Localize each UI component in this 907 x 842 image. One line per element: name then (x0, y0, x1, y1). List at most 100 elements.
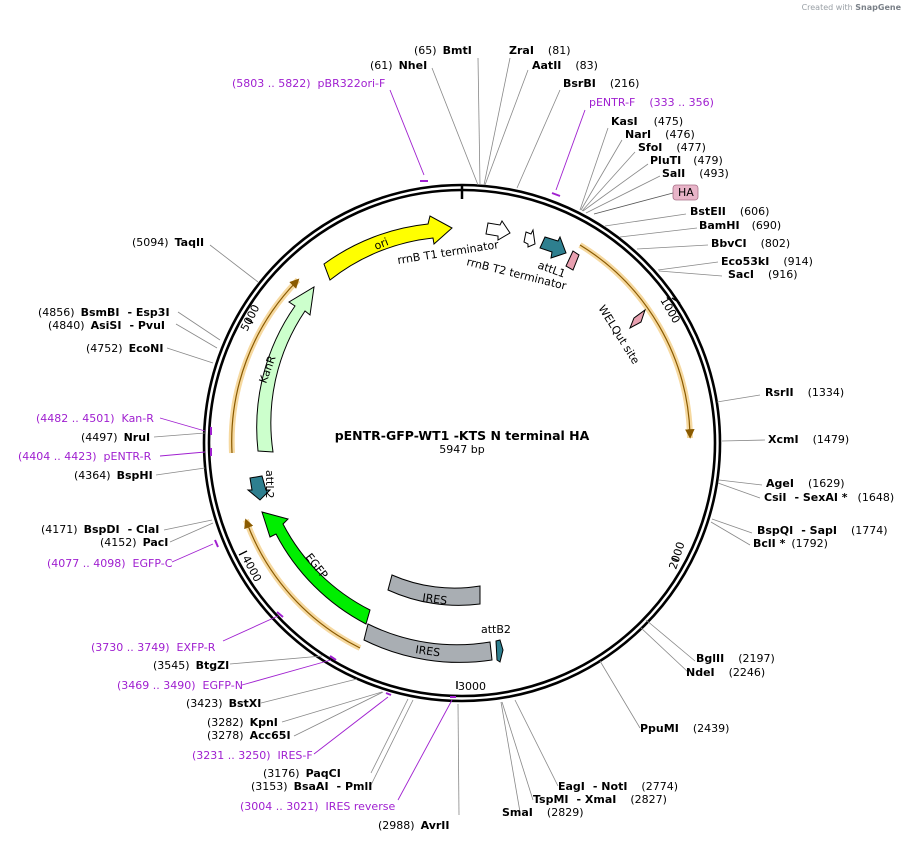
feature-rrnb-t2-arrow (523, 228, 536, 248)
site-bmti-name: BmtI (443, 44, 472, 57)
site-asisi-name2: - PvuI (129, 319, 165, 332)
site-bamhi-pos: (690) (752, 219, 782, 232)
site-saci-name: SacI (728, 268, 754, 281)
site-leader-bsaai (370, 699, 414, 786)
site-bsteii-pos: (606) (740, 205, 770, 218)
site-asisi: (4840)AsiSI- PvuI (48, 319, 165, 332)
site-leader-ppumi (599, 660, 641, 729)
site-csii: CsiI- SexAI *(1648) (764, 491, 894, 504)
primer-label-ires-f: (3231 .. 3250) IRES-F (192, 749, 313, 762)
feature-ori-arrow (323, 215, 453, 281)
site-leader-eagi (514, 699, 559, 787)
site-bcli-pos: (1792) (791, 537, 828, 550)
feature-label-ori: ori (372, 235, 390, 252)
site-taqii-name: TaqII (175, 236, 205, 249)
tick-label-3000: 3000 (458, 680, 486, 693)
site-ndei-pos: (2246) (729, 666, 766, 679)
site-leader-acc65i (293, 691, 384, 737)
site-leader-bstxi (260, 678, 358, 704)
site-leader-bglii (645, 619, 696, 662)
orf-line-kanr (231, 278, 300, 454)
primer-mark-exfp-r (276, 611, 284, 618)
primer-mark-egfp-n (329, 655, 337, 661)
site-asisi-name: AsiSI (91, 319, 122, 332)
site-eco53ki-pos: (914) (783, 255, 813, 268)
site-paqci-name: PaqCI (306, 767, 341, 780)
site-leader-smai (500, 701, 521, 813)
site-taqii: (5094)TaqII (132, 236, 204, 249)
site-econi: (4752) EcoNI (86, 342, 163, 355)
primer-mark-pentr-f (551, 192, 561, 197)
site-leader-eco53ki (657, 261, 719, 271)
primer-leader-pbr322ori (389, 89, 425, 176)
site-leader-kasi (579, 127, 609, 211)
site-nari: NarI(476) (625, 128, 695, 141)
primer-mark-ires-f (385, 692, 392, 696)
site-bspdi-name2: - ClaI (128, 523, 160, 536)
site-bsaai-name: BsaAI (294, 780, 329, 793)
site-nhei-name: NheI (399, 59, 428, 72)
primer-leader-egfp-c (171, 543, 214, 563)
site-avrii: (2988)AvrII (378, 819, 449, 832)
site-kasi: KasI(475) (611, 115, 683, 128)
site-leader-zrai (483, 57, 511, 186)
site-csii-name: CsiI (764, 491, 786, 504)
site-leader-sfoi (581, 151, 636, 212)
site-bglii-name: BglII (696, 652, 724, 665)
site-leader-btgzi (229, 655, 323, 665)
site-pluti: PluTI(479) (650, 154, 723, 167)
site-econi-pos: (4752) (86, 342, 123, 355)
site-smai: SmaI(2829) (502, 806, 583, 819)
site-sfoi-pos: (477) (676, 141, 706, 154)
site-leader-csii (717, 482, 761, 499)
site-pluti-name: PluTI (650, 154, 681, 167)
site-eagi-name2: - NotI (593, 780, 628, 793)
site-ppumi: PpuMI(2439) (640, 722, 729, 735)
site-xcmi: XcmI(1479) (768, 433, 849, 446)
primer-leader-pentr-f (555, 109, 586, 191)
site-rsrii-name: RsrII (765, 386, 794, 399)
feature-ha-tag (565, 250, 580, 271)
site-nrui-pos: (4497) (81, 431, 118, 444)
site-econi-name: EcoNI (129, 342, 164, 355)
feature-welqut-site (629, 308, 646, 330)
snapgene-credit: Created with SnapGene (802, 3, 901, 12)
site-aatii: AatII(83) (532, 59, 598, 72)
site-zrai-pos: (81) (548, 44, 571, 57)
feature-kanr-arrow (256, 286, 315, 453)
site-bspdi: (4171)BspDI- ClaI (41, 523, 159, 536)
site-leader-xcmi (721, 439, 766, 442)
site-sali-name: SalI (662, 167, 685, 180)
credit-prefix: Created with (801, 3, 853, 12)
site-saci-pos: (916) (768, 268, 798, 281)
feature-attl2-arrow (246, 475, 272, 501)
site-kpni-name: KpnI (250, 716, 278, 729)
site-nrui-name: NruI (124, 431, 151, 444)
site-bsmbi-pos: (4856) (38, 306, 75, 319)
site-bsphi: (4364)BspHI (74, 469, 153, 482)
site-bamhi-name: BamHI (699, 219, 740, 232)
feature-label-attb2: attB2 (481, 623, 511, 636)
site-bsmbi-name2: - Esp3I (127, 306, 169, 319)
feature-label-attl2: attL2 (263, 470, 276, 499)
site-bcli: BclI *(1792) (753, 537, 828, 550)
feature-label-ires-inner: IRES (422, 591, 448, 607)
site-leader-taqii (209, 244, 259, 283)
site-zrai: ZraI(81) (509, 44, 571, 57)
tick-4000 (238, 550, 248, 556)
site-tspmi-name2: - XmaI (577, 793, 617, 806)
feature-rrnb-t1-arrow (485, 220, 511, 241)
site-bspqi-name: BspQI (757, 524, 793, 537)
primer-label-pentr-r: (4404 .. 4423) pENTR-R (18, 450, 152, 463)
site-agei: AgeI(1629) (766, 477, 845, 490)
site-paqci: (3176)PaqCI (263, 767, 341, 780)
site-btgzi: (3545)BtgZI (153, 659, 229, 672)
site-leader-pluti (582, 163, 649, 212)
primer-label-pentr-f: pENTR-F (333 .. 356) (589, 96, 714, 109)
site-eagi-name: EagI (558, 780, 585, 793)
site-kpni: (3282)KpnI (207, 716, 278, 729)
feature-label-ha: HA (678, 186, 694, 199)
site-kasi-pos: (475) (654, 115, 684, 128)
feature-ires-inner (387, 574, 481, 606)
ha-tag-box (672, 184, 699, 201)
